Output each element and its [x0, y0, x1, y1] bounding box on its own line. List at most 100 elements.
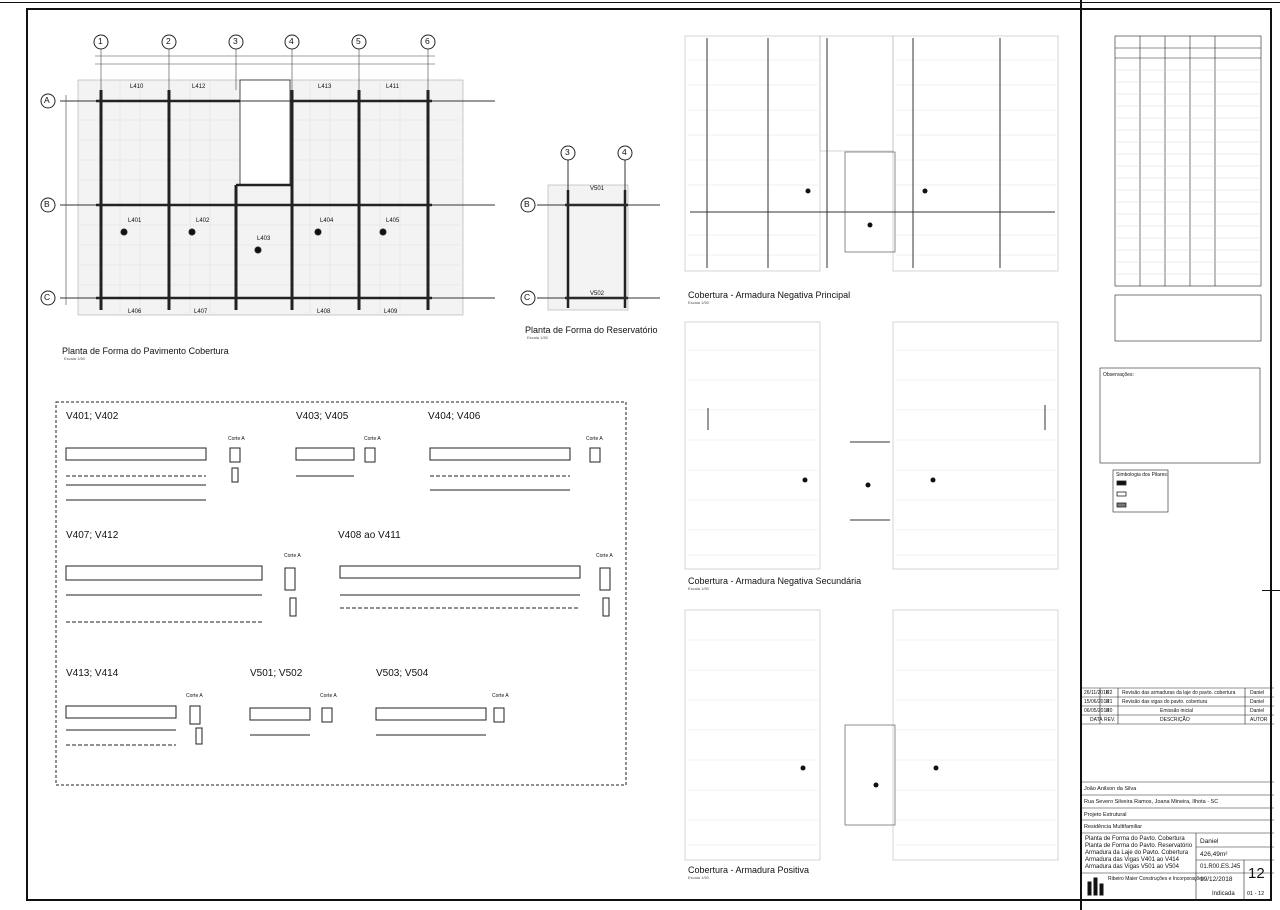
- rev-date: 15/06/2018: [1084, 699, 1110, 705]
- scale: Indicada: [1212, 891, 1235, 897]
- slab-label: L412: [192, 84, 206, 90]
- rev-date: 06/05/2018: [1084, 708, 1110, 714]
- axis-label-1: 1: [98, 36, 103, 46]
- neg-principal-title: Cobertura - Armadura Negativa Principal: [688, 290, 851, 300]
- slab-label: L404: [320, 218, 334, 224]
- axis-label-a: A: [44, 95, 50, 105]
- neg-secundaria-scale: Escala 1/50: [688, 586, 709, 591]
- content-item: Planta de Forma do Pavto. Reservatório: [1085, 843, 1193, 849]
- beam-title-v401: V401; V402: [66, 411, 119, 422]
- rebar-hatching: [688, 59, 1056, 846]
- slab-label: L401: [128, 218, 142, 224]
- slab-label: L410: [130, 84, 144, 90]
- rebar-markers: [800, 188, 939, 788]
- positiva-title: Cobertura - Armadura Positiva: [688, 865, 810, 875]
- res-beam-label: V501: [590, 186, 605, 192]
- beam-details-box: [55, 401, 627, 786]
- res-beam-label: V502: [590, 291, 605, 297]
- axis-label-4: 4: [289, 36, 294, 46]
- pillar-legend-symbols: [1116, 480, 1127, 508]
- rev-desc: Revisão das vigas do pavto. cobertura: [1122, 699, 1208, 705]
- sheet-total: 01 - 12: [1247, 891, 1265, 897]
- rebar-plans: [684, 35, 1059, 861]
- slab-label: L407: [194, 309, 208, 315]
- res-axis-b: B: [524, 199, 530, 209]
- slab-label: L408: [317, 309, 331, 315]
- designer: Daniel: [1200, 838, 1219, 845]
- axis-label-5: 5: [356, 36, 361, 46]
- res-plan-title: Planta de Forma do Reservatório: [525, 325, 658, 335]
- slab-label: L405: [386, 218, 400, 224]
- date: 19/12/2018: [1200, 876, 1233, 883]
- slab-label: L411: [386, 84, 399, 90]
- beam-title-v407: V407; V412: [66, 530, 119, 541]
- section-label: Corte A: [228, 436, 245, 442]
- sheet-frame: [26, 8, 1272, 901]
- rev-author: Daniel: [1250, 708, 1265, 714]
- axis-label-2: 2: [166, 36, 171, 46]
- obs-title: Observações:: [1103, 372, 1134, 378]
- legend-title: Simbologia dos Pilares:: [1116, 472, 1169, 478]
- neg-secundaria-title: Cobertura - Armadura Negativa Secundária: [688, 576, 862, 586]
- rebar-bars: [690, 38, 1055, 521]
- axis-label-b: B: [44, 199, 50, 209]
- res-axis-c: C: [524, 292, 531, 302]
- firm-logo: [1087, 877, 1104, 896]
- beam-title-v413: V413; V414: [66, 668, 119, 679]
- drawing-code: 01.R00.ES.J45: [1200, 864, 1241, 870]
- axis-label-c: C: [44, 292, 51, 302]
- rev-desc: DESCRIÇÃO: [1160, 717, 1190, 723]
- axis-label-6: 6: [425, 36, 430, 46]
- firm-name: Ribeiro Maier Construções e Incorporaçõe…: [1108, 876, 1205, 882]
- beam-title-v404: V404; V406: [428, 411, 481, 422]
- positiva-scale: Escala 1/50: [688, 875, 709, 880]
- tb-table-fill: [1115, 69, 1261, 275]
- address: Rua Severo Silveira Ramos, Joana Mineira…: [1084, 799, 1219, 805]
- rev-date: DATA: [1090, 717, 1103, 723]
- content-item: Armadura da Laje do Pavto. Cobertura: [1085, 850, 1189, 856]
- main-plan-title: Planta de Forma do Pavimento Cobertura: [62, 346, 229, 356]
- owner-name: João Anilson da Silva: [1084, 786, 1137, 792]
- section-label: Corte A: [492, 693, 509, 699]
- top-border: [0, 2, 1280, 3]
- section-label: Corte A: [596, 553, 613, 559]
- beam-title-v503: V503; V504: [376, 668, 429, 679]
- main-plan-scale: Escala 1/50: [64, 356, 85, 361]
- beam-detail-drawings: [65, 447, 611, 746]
- section-label: Corte A: [284, 553, 301, 559]
- sheet-number: 12: [1248, 865, 1265, 882]
- neg-principal-scale: Escala 1/50: [688, 300, 709, 305]
- main-plan-drawing: [40, 34, 495, 316]
- rev-num: REV.: [1104, 717, 1116, 723]
- rev-author: Daniel: [1250, 699, 1265, 705]
- title-block-lines: [1082, 35, 1274, 901]
- rev-desc: Emissão inicial: [1160, 708, 1194, 714]
- slab-label: L403: [257, 236, 271, 242]
- rev-date: 26/11/2018: [1084, 690, 1109, 696]
- section-label: Corte A: [586, 436, 603, 442]
- section-label: Corte A: [186, 693, 203, 699]
- section-label: Corte A: [364, 436, 381, 442]
- rev-num: R1: [1106, 699, 1113, 705]
- res-axis-3: 3: [565, 147, 570, 157]
- content-item: Planta de Forma do Pavto. Cobertura: [1085, 836, 1185, 842]
- section-label: Corte A: [320, 693, 337, 699]
- res-plan-scale: Escala 1/50: [527, 335, 548, 340]
- beam-title-v501: V501; V502: [250, 668, 303, 679]
- rev-desc: Revisão das armaduras da laje do pavto. …: [1122, 690, 1236, 696]
- res-axis-4: 4: [622, 147, 627, 157]
- beam-title-v408: V408 ao V411: [338, 530, 401, 541]
- fold-mark: [1262, 590, 1280, 591]
- building-type: Residência Multifamiliar: [1084, 824, 1143, 830]
- rev-num: R2: [1106, 690, 1113, 696]
- area: 426,49m²: [1200, 851, 1228, 858]
- slab-label: L409: [384, 309, 398, 315]
- slab-label: L413: [318, 84, 332, 90]
- rev-num: R0: [1106, 708, 1113, 714]
- axis-label-3: 3: [233, 36, 238, 46]
- rev-author: Daniel: [1250, 690, 1265, 696]
- beam-title-v403: V403; V405: [296, 411, 349, 422]
- title-block-divider: [1080, 0, 1082, 910]
- project-type: Projeto Estrutural: [1084, 812, 1127, 818]
